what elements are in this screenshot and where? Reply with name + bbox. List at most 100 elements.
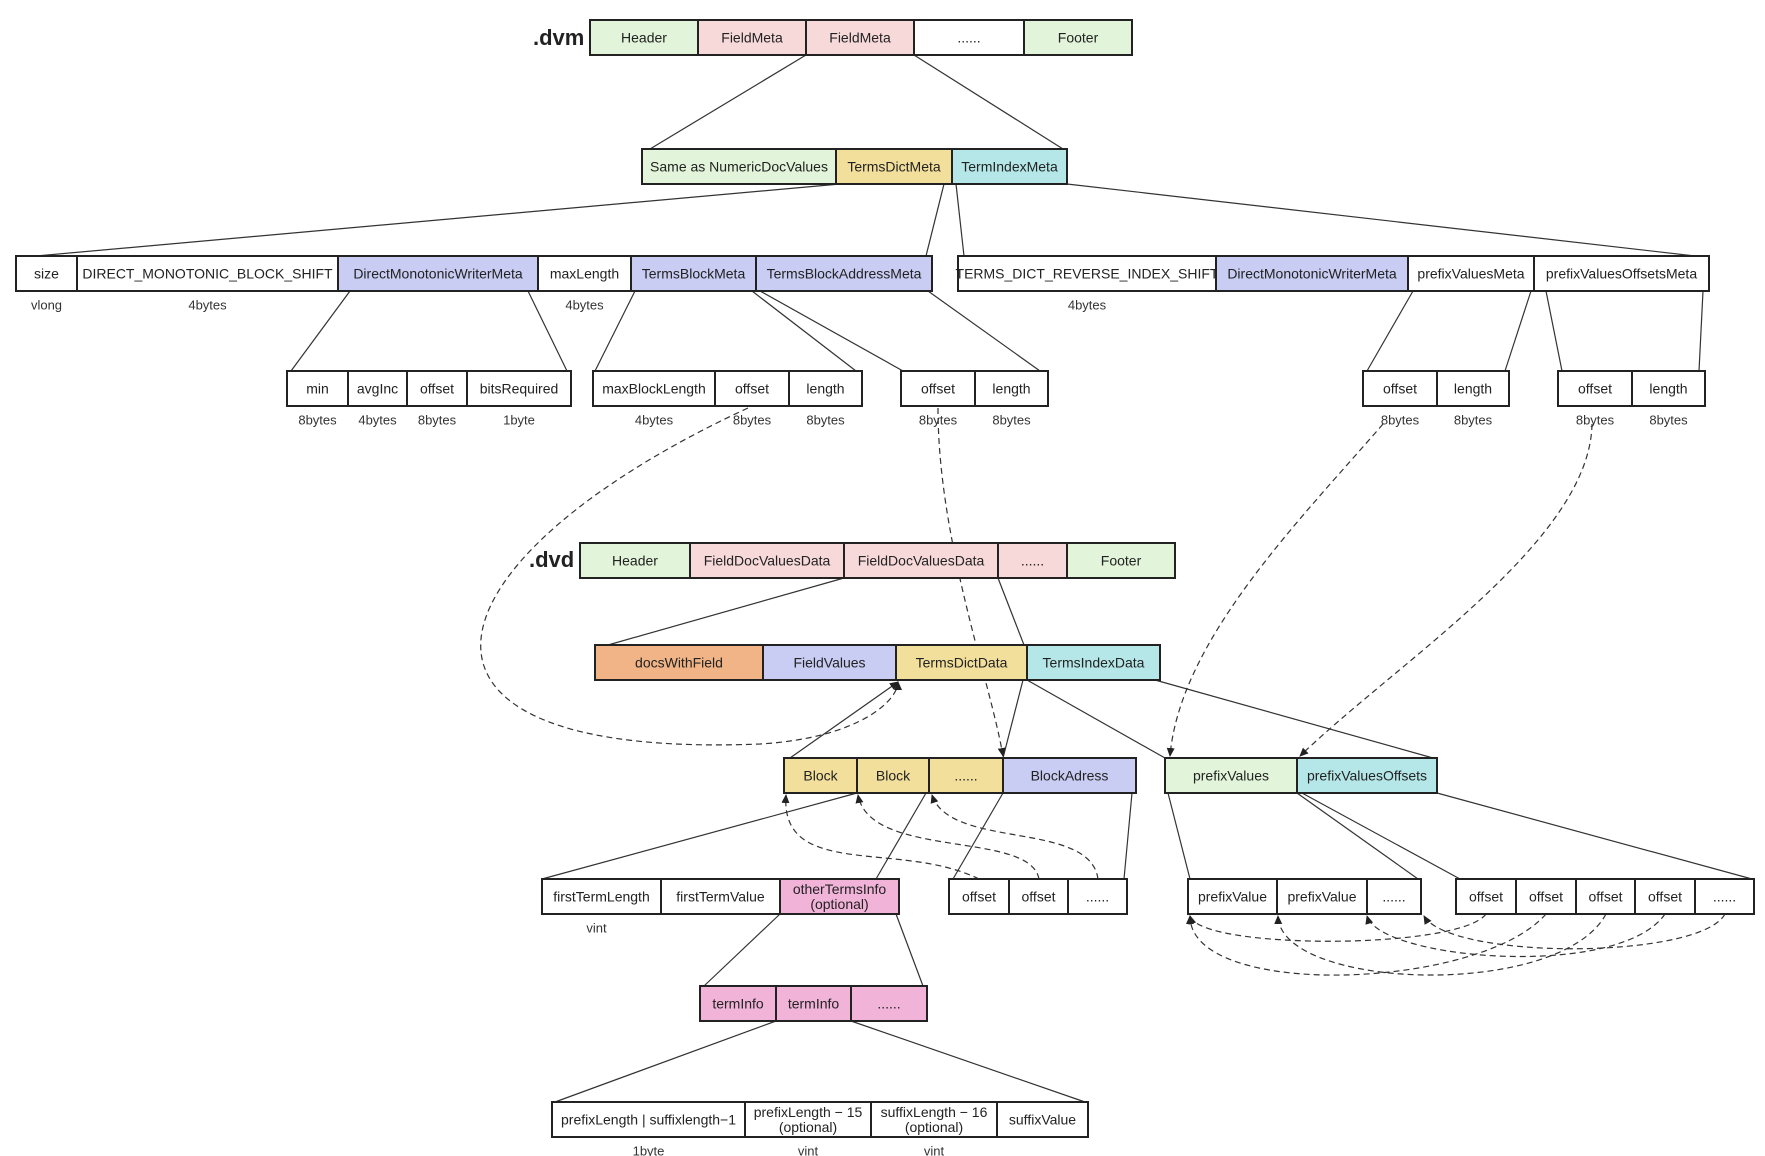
cell-label: docsWithField [635,655,723,671]
cell-label: TERMS_DICT_REVERSE_INDEX_SHIFT [956,266,1219,282]
cell-termsdictmeta-1: DIRECT_MONOTONIC_BLOCK_SHIFT [76,255,339,292]
expand-tidata-left [1026,679,1166,759]
pvoffset-4-to-prefixvalue [1365,913,1666,958]
expand-blockaddr-right [1123,792,1133,880]
expand-tidata-right [1154,679,1434,759]
cell-label: Same as NumericDocValues [650,159,828,175]
cell-box [551,1101,746,1138]
cell-label: offset [1578,381,1612,397]
cell-terminfo-0: prefixLength | suffixlength−1 [551,1101,746,1138]
cell-termindexmeta-0: TERMS_DICT_REVERSE_INDEX_SHIFT [956,255,1219,292]
cell-pvoffsets-4: ...... [1694,878,1755,915]
cell-box [974,370,1049,407]
cell-label: ...... [877,996,900,1012]
cell-label: prefixLength − 15 [754,1104,863,1120]
size-label-termsdictmeta-1: 4bytes [188,298,227,313]
cell-box [1557,370,1633,407]
cell-label: firstTermLength [553,889,649,905]
size-label-dmwmeta-1: 4bytes [358,413,397,428]
expand-tbmeta-left [594,290,636,372]
cell-pvmeta-1: length [1436,370,1510,407]
cell-dmwmeta-2: offset [406,370,468,407]
cell-blocks-3: BlockAdress [1002,757,1137,794]
pvmeta-offset-to-prefixvalues [1166,423,1384,757]
cell-dvd-2: FieldDocValuesData [843,542,999,579]
pvoffset-3-to-prefixvalue [1274,913,1607,976]
expand-fdvdata-right [997,577,1025,646]
cell-pvoffsets-0: offset [1455,878,1517,915]
cell-termindexmeta-1: DirectMonotonicWriterMeta [1215,255,1409,292]
cell-box [755,255,933,292]
cell-label: BlockAdress [1031,768,1109,784]
cell-label: TermsDictData [916,655,1008,671]
expand-prefixvals-right [1296,792,1419,880]
cell-box [783,757,858,794]
cell-label: avgInc [357,381,398,397]
cell-fieldmeta-2: TermIndexMeta [951,148,1068,185]
size-label-termsdictmeta-3: 4bytes [565,298,604,313]
cell-terminfo-3: suffixValue [996,1101,1089,1138]
cell-prefixvals-1: prefixValue [1276,878,1368,915]
pvoffset-more-to-prefixvalue [1423,913,1726,950]
dvm-file-title: .dvm [533,25,584,50]
cell-termsdictmeta-4: TermsBlockMeta [630,255,757,292]
cell-fdvdata-2: TermsDictData [895,644,1028,681]
size-label-tbameta-1: 8bytes [992,413,1031,428]
cell-box [1694,878,1755,915]
cell-tbmeta-1: offset [714,370,790,407]
expand-pvmeta-right [1504,290,1532,372]
cell-label: length [1649,381,1687,397]
cell-label: offset [735,381,769,397]
cell-label: Header [621,30,667,46]
size-label-tbmeta-1: 8bytes [733,413,772,428]
cell-label: suffixValue [1009,1112,1076,1128]
cell-pvoffsets-1: offset [1515,878,1577,915]
cell-box [1276,878,1368,915]
cell-dvm-0: Header [589,19,699,56]
cell-blockcontent-0: firstTermLength [541,878,662,915]
block-to-termsdictdata-arrow [789,681,899,759]
cell-box [1515,878,1577,915]
cell-label: FieldDocValuesData [704,553,831,569]
cell-pvmeta-0: offset [1362,370,1438,407]
cell-label: offset [1383,381,1417,397]
cell-box [870,1101,998,1138]
pvoffset-2-to-prefixvalue [1186,913,1547,976]
size-label-pvometa-1: 8bytes [1649,413,1688,428]
expand-tbameta-left [759,290,904,372]
size-label-tbameta-0: 8bytes [919,413,958,428]
cell-label: otherTermsInfo [793,881,887,897]
expand-pvoffsets-right [1436,792,1753,880]
cell-box [1575,878,1636,915]
size-label-dmwmeta-3: 1byte [503,413,535,428]
cell-label: prefixValuesMeta [1417,266,1524,282]
cell-dvd-3: ...... [997,542,1068,579]
cell-label: termInfo [712,996,764,1012]
cell-label: prefixValuesOffsets [1307,768,1427,784]
cell-label: firstTermValue [676,889,765,905]
cell-box [689,542,845,579]
expand-termindexmeta-right [1066,183,1696,257]
size-label-pvometa-0: 8bytes [1576,413,1615,428]
cell-label: ...... [1086,889,1109,905]
cell-box [15,255,78,292]
cell-fieldmeta-0: Same as NumericDocValues [641,148,837,185]
expand-fdvdata-left [607,577,845,646]
cell-terminfos-0: termInfo [699,985,777,1022]
cell-fdvdata-3: TermsIndexData [1026,644,1161,681]
cell-blockcontent-2: otherTermsInfo(optional) [779,878,900,915]
cell-prefixvals-2: ...... [1366,878,1422,915]
cell-label: maxLength [550,266,619,282]
size-label-tbmeta-0: 4bytes [635,413,674,428]
cell-box [779,878,900,915]
cell-label: (optional) [779,1119,837,1135]
cell-box [900,370,976,407]
cell-termsdictmeta-0: size [15,255,78,292]
cell-dmwmeta-0: min [286,370,349,407]
cell-blocks-2: ...... [928,757,1004,794]
cell-box [895,644,1028,681]
cell-box [788,370,863,407]
cell-terminfos-1: termInfo [775,985,852,1022]
cell-dvm-1: FieldMeta [697,19,807,56]
cell-box [996,1101,1089,1138]
